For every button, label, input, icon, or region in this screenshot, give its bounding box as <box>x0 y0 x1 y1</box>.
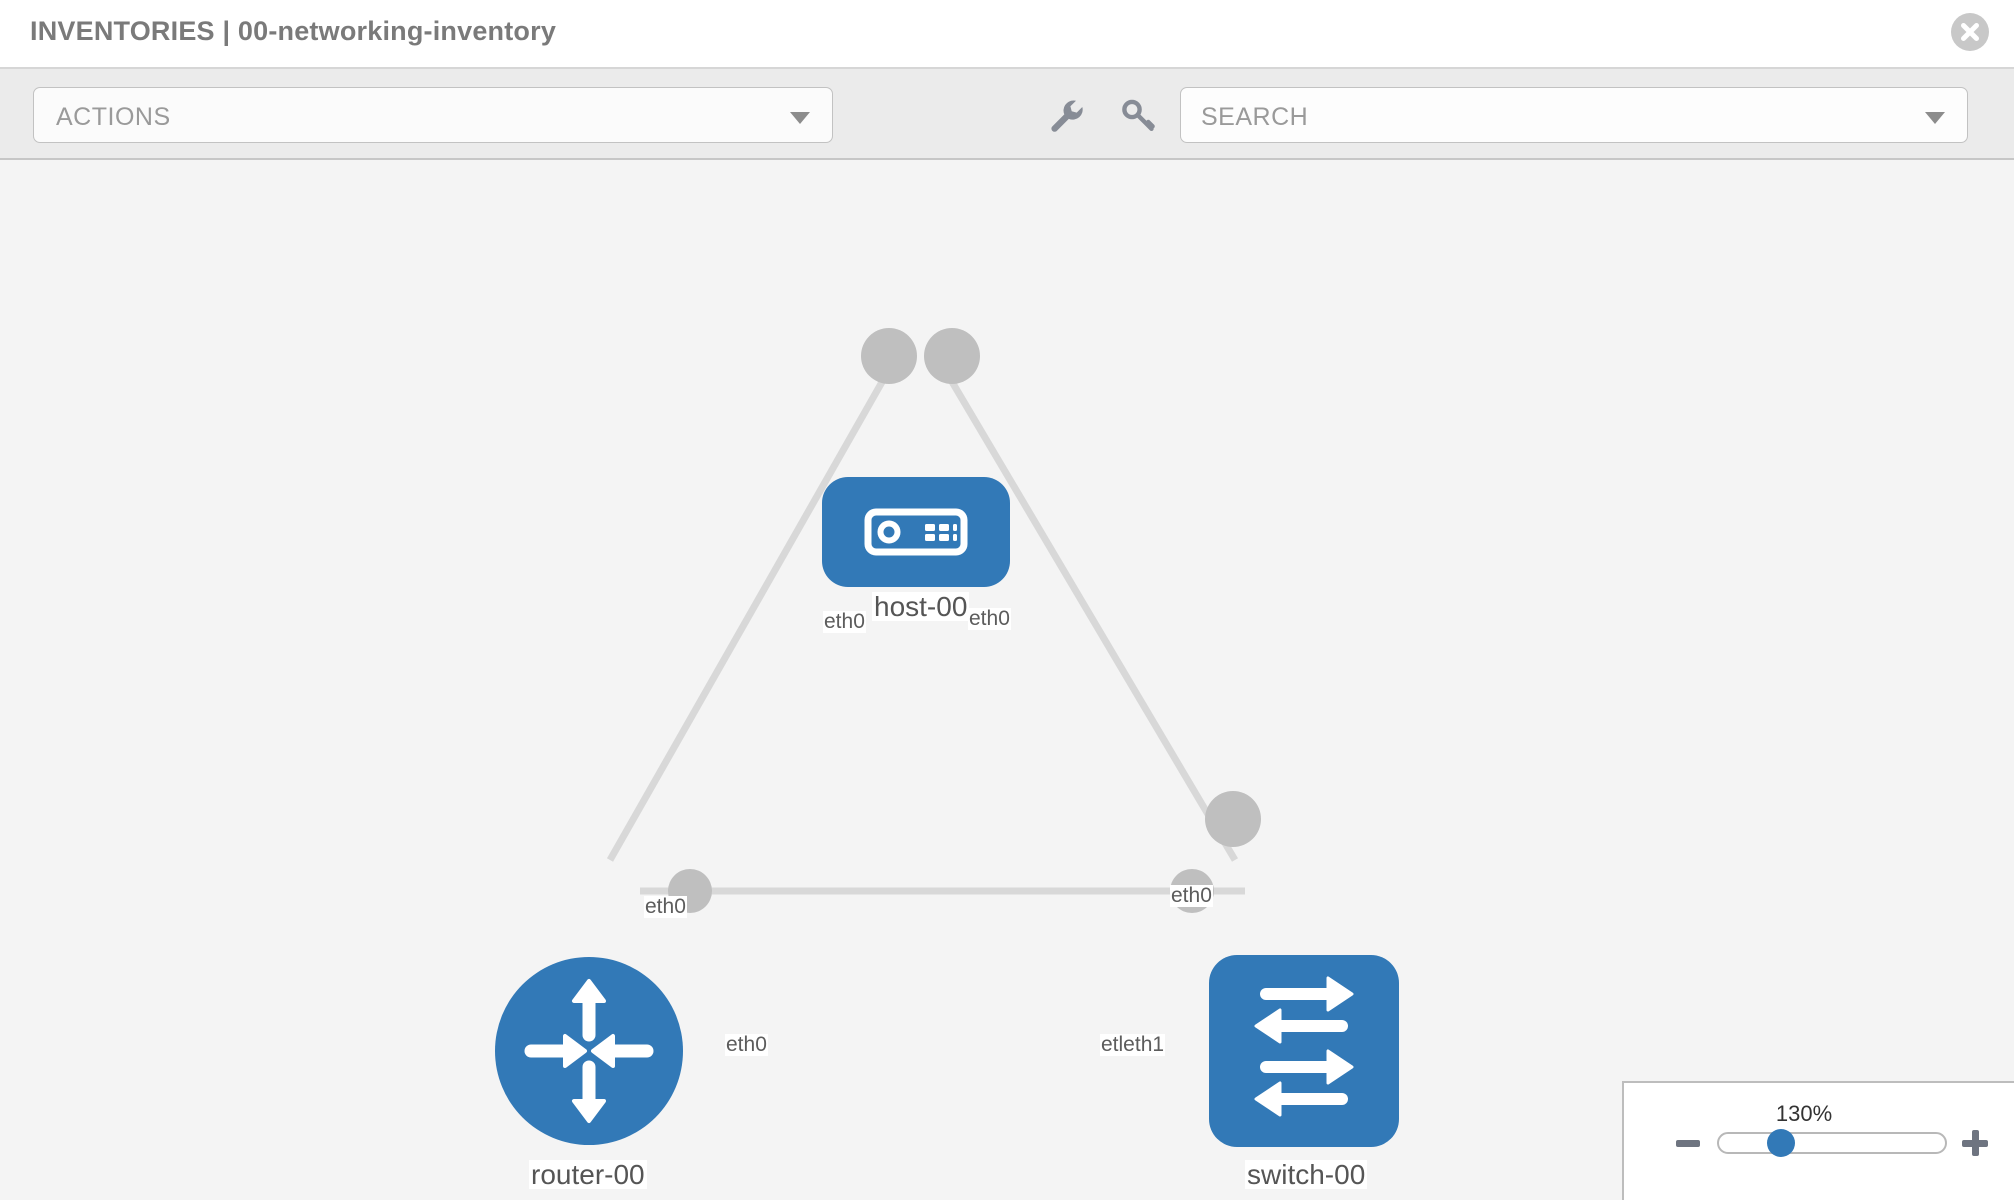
topology-graph <box>495 328 1399 1147</box>
search-placeholder: SEARCH <box>1201 103 1309 131</box>
close-icon[interactable] <box>1951 13 1989 51</box>
node-label-router-00: router-00 <box>529 1159 647 1190</box>
iface-label-host-right: eth0 <box>968 607 1011 631</box>
search-input[interactable]: SEARCH <box>1180 87 1968 143</box>
iface-label-host-left: eth0 <box>823 610 866 634</box>
topology-edges <box>606 373 1245 895</box>
connector-switch-top <box>1205 791 1261 847</box>
actions-dropdown-label: ACTIONS <box>56 103 171 131</box>
page-header: INVENTORIES | 00-networking-inventory <box>0 0 2014 69</box>
iface-label-router-right: eth0 <box>725 1033 768 1057</box>
actions-dropdown[interactable]: ACTIONS <box>33 87 833 143</box>
node-host-00[interactable] <box>822 477 1010 587</box>
iface-label-switch-left: etleth1 <box>1100 1033 1166 1057</box>
minus-icon[interactable] <box>1676 1140 1700 1147</box>
page-title: INVENTORIES | 00-networking-inventory <box>30 16 557 46</box>
key-icon[interactable] <box>1118 95 1158 135</box>
iface-label-switch-up: eth0 <box>1170 884 1213 908</box>
node-switch-00[interactable] <box>1209 955 1399 1147</box>
connector-host-left <box>861 328 917 384</box>
chevron-down-icon[interactable] <box>1925 112 1945 124</box>
node-router-00[interactable] <box>495 957 683 1145</box>
node-label-switch-00: switch-00 <box>1245 1159 1368 1190</box>
edge-host-switch <box>944 373 1239 862</box>
edge-host-router <box>606 373 890 862</box>
wrench-icon[interactable] <box>1046 95 1086 135</box>
zoom-slider-thumb[interactable] <box>1767 1129 1795 1157</box>
zoom-level-value: 130% <box>1775 1101 1833 1126</box>
iface-label-router-up: eth0 <box>644 895 687 919</box>
chevron-down-icon <box>790 112 810 124</box>
zoom-slider-track[interactable] <box>1717 1132 1947 1154</box>
toolbar: ACTIONS SEARCH <box>0 69 2014 160</box>
plus-icon[interactable] <box>1962 1130 1988 1156</box>
node-label-host-00: host-00 <box>872 591 970 622</box>
topology-canvas[interactable]: host-00 router-00 switch-00 eth0 eth0 et… <box>0 160 2014 1200</box>
zoom-control-panel: 130% <box>1622 1081 2014 1200</box>
connector-host-right <box>924 328 980 384</box>
